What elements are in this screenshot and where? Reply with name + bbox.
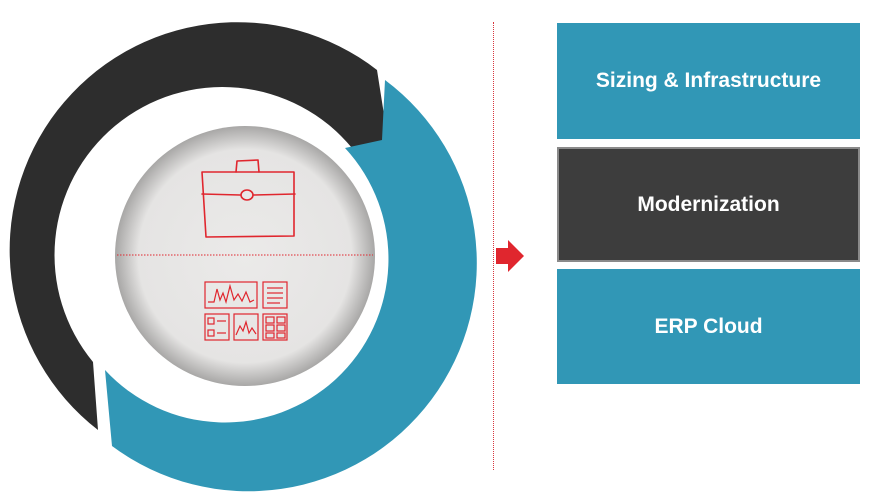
box-erp-cloud: ERP Cloud — [557, 269, 860, 384]
box-label: Modernization — [637, 192, 780, 216]
vertical-divider — [493, 22, 494, 470]
briefcase-icon — [201, 159, 296, 238]
cycle-diagram — [9, 22, 477, 492]
inner-circle — [115, 126, 375, 386]
right-arrow-icon — [496, 240, 524, 272]
dashboard-icon — [204, 281, 288, 341]
box-label: ERP Cloud — [654, 314, 763, 338]
box-label: Sizing & Infrastructure — [595, 69, 822, 92]
box-modernization: Modernization — [557, 147, 860, 262]
dark-arc — [9, 22, 388, 431]
box-sizing-infrastructure: Sizing & Infrastructure — [557, 23, 860, 139]
blue-arc — [105, 80, 477, 492]
